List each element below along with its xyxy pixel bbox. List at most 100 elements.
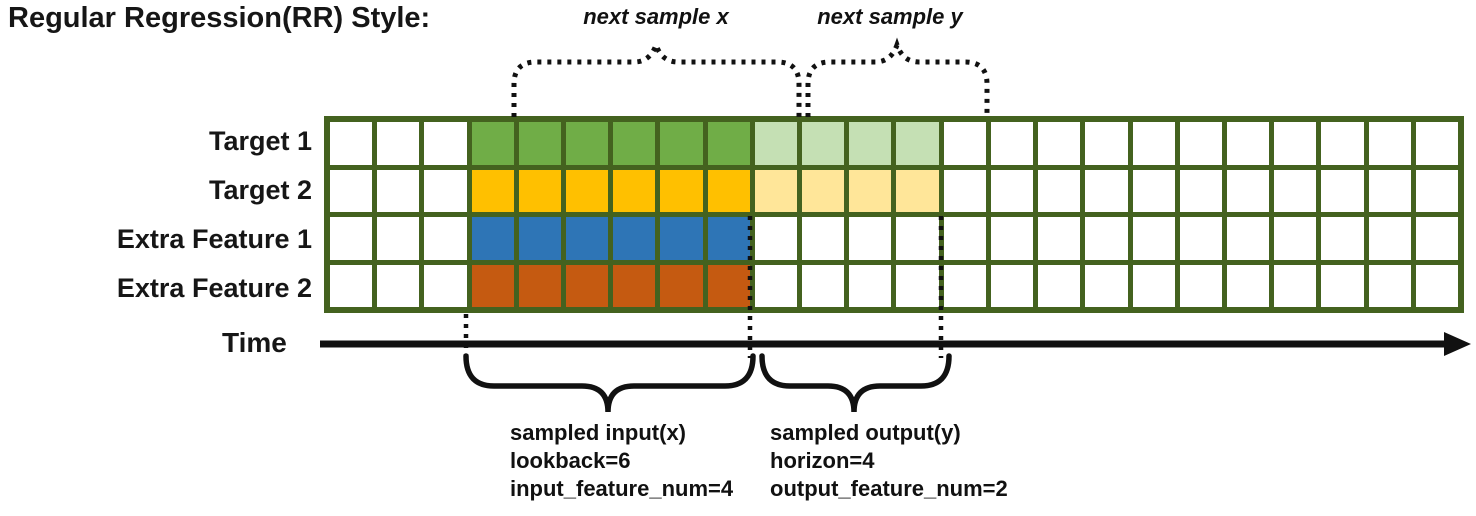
grid-cell bbox=[1274, 264, 1317, 307]
grid-cell bbox=[943, 264, 986, 307]
grid-cell bbox=[330, 217, 373, 260]
row-label-extra-feature-2: Extra Feature 2 bbox=[116, 273, 312, 303]
grid-cell bbox=[660, 122, 703, 165]
grid-cell bbox=[330, 264, 373, 307]
grid-cell bbox=[1132, 169, 1175, 212]
horizon-value: horizon=4 bbox=[770, 448, 875, 473]
grid-cell bbox=[330, 122, 373, 165]
grid-cell bbox=[566, 264, 609, 307]
sample-grid bbox=[324, 116, 1464, 313]
grid-cell bbox=[1179, 169, 1222, 212]
grid-cell bbox=[1085, 169, 1128, 212]
grid-cell bbox=[471, 217, 514, 260]
grid-cell bbox=[849, 217, 892, 260]
grid-cell bbox=[1415, 169, 1458, 212]
sampled-output-brace bbox=[759, 353, 952, 413]
grid-cell bbox=[802, 169, 845, 212]
grid-cell bbox=[1274, 169, 1317, 212]
time-axis-label: Time bbox=[222, 327, 287, 358]
grid-cell bbox=[990, 169, 1034, 212]
grid-cell bbox=[471, 169, 514, 212]
grid-cell bbox=[566, 122, 609, 165]
grid-cell bbox=[1226, 122, 1270, 165]
sampled-output-annotation: sampled output(y) horizon=4 output_featu… bbox=[770, 419, 1008, 503]
grid-cell bbox=[330, 169, 373, 212]
sampled-output-title: sampled output(y) bbox=[770, 420, 961, 445]
grid-cell bbox=[990, 217, 1034, 260]
grid-cell bbox=[1321, 217, 1364, 260]
next-sample-y-brace bbox=[805, 37, 990, 117]
grid-cell bbox=[1274, 122, 1317, 165]
grid-cell bbox=[1179, 217, 1222, 260]
grid-cell bbox=[1085, 122, 1128, 165]
next-sample-x-label: next sample x bbox=[583, 4, 729, 29]
grid-cell bbox=[1226, 217, 1270, 260]
grid-cell bbox=[1274, 217, 1317, 260]
grid-cell bbox=[424, 264, 467, 307]
grid-cell bbox=[424, 122, 467, 165]
grid-cell bbox=[377, 217, 420, 260]
grid-cell bbox=[518, 169, 562, 212]
grid-cell bbox=[1226, 169, 1270, 212]
grid-cell bbox=[754, 264, 798, 307]
grid-cell bbox=[754, 217, 798, 260]
grid-cell bbox=[471, 264, 514, 307]
grid-cell bbox=[1132, 264, 1175, 307]
output-feature-num: output_feature_num=2 bbox=[770, 476, 1008, 501]
grid-cell bbox=[990, 122, 1034, 165]
row-label-extra-feature-1: Extra Feature 1 bbox=[116, 224, 312, 254]
grid-cell bbox=[424, 217, 467, 260]
grid-cell bbox=[566, 217, 609, 260]
grid-cell bbox=[943, 217, 986, 260]
grid-cell bbox=[518, 217, 562, 260]
grid-cell bbox=[1415, 217, 1458, 260]
grid-cell bbox=[1038, 264, 1081, 307]
grid-cell bbox=[990, 264, 1034, 307]
grid-cell bbox=[943, 169, 986, 212]
grid-cell bbox=[1368, 264, 1411, 307]
grid-cell bbox=[1368, 169, 1411, 212]
grid-cell bbox=[849, 169, 892, 212]
grid-cell bbox=[802, 217, 845, 260]
grid-cell bbox=[802, 264, 845, 307]
grid-cell bbox=[1179, 122, 1222, 165]
grid-cell bbox=[754, 169, 798, 212]
grid-cell bbox=[613, 264, 656, 307]
lookback-value: lookback=6 bbox=[510, 448, 631, 473]
time-axis-arrowhead bbox=[1444, 332, 1471, 356]
sampled-input-annotation: sampled input(x) lookback=6 input_featur… bbox=[510, 419, 733, 503]
grid-cell bbox=[849, 122, 892, 165]
grid-cell bbox=[1038, 169, 1081, 212]
grid-cell bbox=[802, 122, 845, 165]
grid-cell bbox=[943, 122, 986, 165]
grid-cell bbox=[1415, 264, 1458, 307]
grid-cell bbox=[1132, 122, 1175, 165]
grid-cell bbox=[1085, 264, 1128, 307]
grid-cell bbox=[660, 264, 703, 307]
grid-cell bbox=[1132, 217, 1175, 260]
grid-cell bbox=[660, 217, 703, 260]
grid-cell bbox=[896, 169, 939, 212]
grid-cell bbox=[849, 264, 892, 307]
grid-cell bbox=[707, 169, 750, 212]
grid-cell bbox=[1415, 122, 1458, 165]
grid-cell bbox=[660, 169, 703, 212]
grid-cell bbox=[1038, 122, 1081, 165]
grid-cell bbox=[1085, 217, 1128, 260]
grid-cell bbox=[613, 217, 656, 260]
grid-cell bbox=[1226, 264, 1270, 307]
grid-cell bbox=[1368, 122, 1411, 165]
grid-cell bbox=[424, 169, 467, 212]
sampled-input-title: sampled input(x) bbox=[510, 420, 687, 445]
grid-cell bbox=[1038, 217, 1081, 260]
grid-cell bbox=[518, 122, 562, 165]
grid-cell bbox=[1368, 217, 1411, 260]
grid-cell bbox=[1321, 169, 1364, 212]
sampled-input-brace bbox=[463, 353, 756, 413]
grid-cell bbox=[896, 264, 939, 307]
grid-cell bbox=[471, 122, 514, 165]
grid-cell bbox=[613, 122, 656, 165]
grid-cell bbox=[566, 169, 609, 212]
